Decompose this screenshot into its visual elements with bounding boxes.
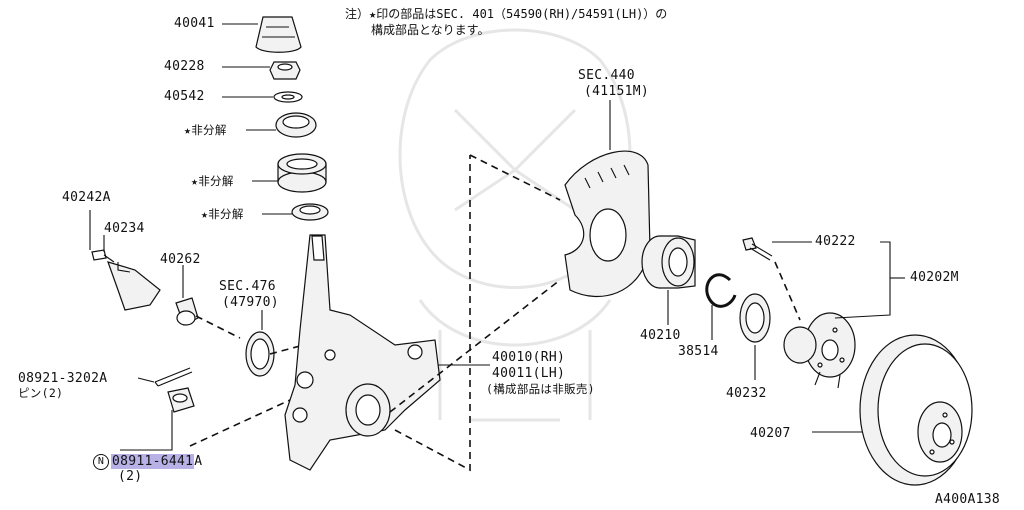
note-line-1: 注）★印の部品はSEC. 401（54590(RH)/54591(LH)）の xyxy=(345,7,668,21)
n-marker-icon: N xyxy=(93,454,109,470)
label-40262[interactable]: 40262 xyxy=(160,252,201,267)
plug-40262 xyxy=(175,297,199,326)
label-sec-440[interactable]: SEC.440 xyxy=(578,68,635,83)
label-sec-440-sub: (41151M) xyxy=(584,84,650,99)
label-sec-476[interactable]: SEC.476 xyxy=(219,279,276,294)
label-40228[interactable]: 40228 xyxy=(164,59,205,74)
snap-ring-38514 xyxy=(705,273,737,308)
note-text: 注）★印の部品はSEC. 401（54590(RH)/54591(LH)）の 構… xyxy=(345,6,667,38)
label-sec-476-sub: (47970) xyxy=(222,295,279,310)
label-40207[interactable]: 40207 xyxy=(750,426,791,441)
bearing-middle xyxy=(277,153,327,193)
label-08911-qty: (2) xyxy=(118,469,143,484)
nut-08911 xyxy=(167,387,195,413)
label-40041[interactable]: 40041 xyxy=(174,16,215,31)
label-non-disassembly-1: ★非分解 xyxy=(184,123,227,137)
bearing-upper xyxy=(275,112,317,138)
part-suffix: A xyxy=(194,454,203,469)
label-non-disassembly-3: ★非分解 xyxy=(201,207,244,221)
tone-ring-47970 xyxy=(245,331,275,377)
seal-40232 xyxy=(739,293,771,343)
label-40542[interactable]: 40542 xyxy=(164,89,205,104)
diagram-id: A400A138 xyxy=(935,492,1001,507)
note-line-2: 構成部品となります。 xyxy=(371,23,490,37)
steering-knuckle xyxy=(284,234,441,471)
label-pin-qty: ピン(2) xyxy=(18,386,64,400)
sensor-40234 xyxy=(107,261,161,311)
hub-40202M xyxy=(783,312,856,389)
bolt-40242A xyxy=(91,249,115,263)
boot-40041 xyxy=(255,16,302,53)
pin-08921 xyxy=(154,367,193,387)
brake-disc-40207 xyxy=(859,334,973,486)
label-40202M[interactable]: 40202M xyxy=(910,270,959,285)
seal-lower xyxy=(291,203,329,221)
label-40242A[interactable]: 40242A xyxy=(62,190,111,205)
dust-cover-41151M xyxy=(564,150,651,298)
label-40234[interactable]: 40234 xyxy=(104,221,145,236)
label-40232[interactable]: 40232 xyxy=(726,386,767,401)
hub-bolt-40222 xyxy=(742,237,773,261)
nut-40228 xyxy=(269,61,301,80)
label-40010-rh[interactable]: 40010(RH) xyxy=(492,350,566,365)
highlighted-part-number: 08911-6441 xyxy=(111,454,195,469)
label-38514[interactable]: 38514 xyxy=(678,344,719,359)
label-40222[interactable]: 40222 xyxy=(815,234,856,249)
label-not-sold-separately: (構成部品は非販売) xyxy=(486,382,595,396)
hub-bearing-40210 xyxy=(641,235,696,289)
label-non-disassembly-2: ★非分解 xyxy=(191,174,234,188)
washer-40542 xyxy=(273,91,303,103)
label-08921-3202A[interactable]: 08921-3202A xyxy=(18,371,108,386)
label-40210[interactable]: 40210 xyxy=(640,328,681,343)
label-40011-lh[interactable]: 40011(LH) xyxy=(492,366,566,381)
